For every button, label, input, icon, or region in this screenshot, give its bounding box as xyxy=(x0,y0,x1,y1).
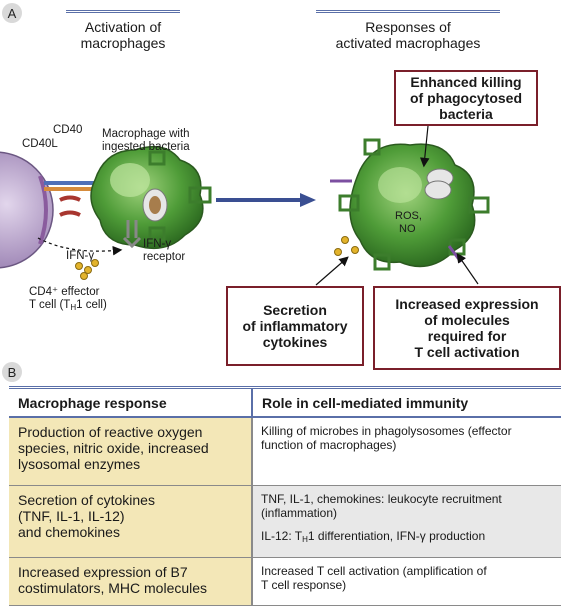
label-cd40: CD40 xyxy=(53,124,83,136)
label-macrophage-line1: Macrophage with xyxy=(102,128,190,140)
label-cd4-line2: T cell (TH1 cell) xyxy=(29,299,107,314)
table-row: Secretion of cytokines (TNF, IL-1, IL-12… xyxy=(9,485,561,558)
arrow-secretion xyxy=(315,256,349,286)
response-line: Production of reactive oxygen xyxy=(18,424,203,440)
cd40-cd40l-bonds xyxy=(44,181,96,217)
box-expression-line4: T cell activation xyxy=(414,344,520,360)
role-il12-sub: H xyxy=(302,534,308,544)
label-receptor-line2: receptor xyxy=(143,251,186,263)
label-ifn-gamma-receptor: IFN-γ receptor xyxy=(143,238,185,264)
response-line: and chemokines xyxy=(18,523,120,540)
header-activation-line2: macrophages xyxy=(80,35,166,51)
label-ifn-gamma: IFN-γ xyxy=(66,250,95,262)
label-cd4-line2-b: 1 cell) xyxy=(76,299,107,311)
box-secretion-line3: cytokines xyxy=(262,334,328,350)
response-line: Secretion of cytokines xyxy=(18,491,155,508)
label-cd4-line2-a: T cell (T xyxy=(29,299,71,311)
box-enhanced-killing: Enhanced killing of phagocytosed bacteri… xyxy=(394,70,538,126)
box-secretion: Secretion of inflammatory cytokines xyxy=(226,286,364,366)
activation-illustration xyxy=(0,125,490,286)
macrophage-left xyxy=(90,145,212,250)
macrophage-activated xyxy=(330,138,490,271)
label-macrophage-line2: ingested bacteria xyxy=(102,141,190,153)
response-cell: Increased expression of B7 costimulators… xyxy=(9,557,253,606)
activation-arrow xyxy=(216,193,316,207)
response-line: lysosomal enzymes xyxy=(18,456,141,472)
response-line: Increased expression of B7 xyxy=(18,563,188,580)
role-line: Increased T cell activation (amplificati… xyxy=(261,563,487,578)
role-line: Killing of microbes in phagolysosomes (e… xyxy=(261,424,512,438)
role-line-il12: IL-12: TH1 differentiation, IFN-γ produc… xyxy=(261,529,555,547)
header-activation-line1: Activation of xyxy=(84,19,162,35)
ifn-gamma-molecules xyxy=(75,259,99,280)
box-increased-expression: Increased expression of molecules requir… xyxy=(373,286,561,370)
role-line: function of macrophages) xyxy=(261,438,397,452)
box-secretion-line1: Secretion xyxy=(263,302,327,318)
box-expression-line3: required for xyxy=(427,328,507,344)
label-ros: ROS, xyxy=(395,210,422,222)
header-responses-line2: activated macrophages xyxy=(335,35,481,51)
label-ros-no: ROS, NO xyxy=(395,210,422,236)
role-line: T cell response) xyxy=(261,577,347,592)
t-cell xyxy=(0,151,54,269)
label-cd4-line2-sub: H xyxy=(70,303,77,312)
header-activation: Activation of macrophages xyxy=(66,10,180,51)
arrow-killing xyxy=(419,125,430,168)
label-cd4-line1: CD4⁺ effector xyxy=(29,286,100,298)
response-cell: Production of reactive oxygen species, n… xyxy=(9,417,253,486)
header-responses: Responses of activated macrophages xyxy=(316,10,500,51)
box-killing-line3: bacteria xyxy=(439,106,493,122)
label-receptor-line1: IFN-γ xyxy=(143,238,172,250)
panel-b-letter: B xyxy=(2,362,22,382)
secreted-cytokines xyxy=(334,236,359,256)
ifn-gamma-arrow xyxy=(37,237,123,256)
box-expression-line1: Increased expression xyxy=(395,296,539,312)
role-cell: Killing of microbes in phagolysosomes (e… xyxy=(252,417,561,486)
role-il12-post: 1 differentiation, IFN-γ production xyxy=(307,528,486,543)
table-header-row: Macrophage response Role in cell-mediate… xyxy=(9,386,561,418)
label-macrophage: Macrophage with ingested bacteria xyxy=(102,128,190,154)
role-il12-pre: IL-12: T xyxy=(261,528,303,543)
label-no: NO xyxy=(399,223,416,235)
panel-a-letter: A xyxy=(2,3,22,23)
box-killing-line1: Enhanced killing xyxy=(410,74,522,90)
header-responses-line1: Responses of xyxy=(365,19,451,35)
column-header-response: Macrophage response xyxy=(9,386,253,418)
response-cell: Secretion of cytokines (TNF, IL-1, IL-12… xyxy=(9,485,253,558)
arrow-expression xyxy=(456,253,479,285)
column-header-role: Role in cell-mediated immunity xyxy=(252,386,561,418)
box-expression-line2: of molecules xyxy=(424,312,510,328)
role-line: TNF, IL-1, chemokines: leukocyte recruit… xyxy=(261,491,502,506)
response-table: Macrophage response Role in cell-mediate… xyxy=(9,386,561,606)
box-secretion-line2: of inflammatory xyxy=(242,318,348,334)
table-row: Increased expression of B7 costimulators… xyxy=(9,557,561,606)
response-line: (TNF, IL-1, IL-12) xyxy=(18,507,125,524)
label-cd4-t-cell: CD4⁺ effector T cell (TH1 cell) xyxy=(29,286,107,314)
role-cell: Increased T cell activation (amplificati… xyxy=(252,557,561,606)
role-line: (inflammation) xyxy=(261,505,338,520)
response-line: species, nitric oxide, increased xyxy=(18,440,209,456)
label-cd40l: CD40L xyxy=(22,138,58,150)
table-row: Production of reactive oxygen species, n… xyxy=(9,417,561,486)
role-cell: TNF, IL-1, chemokines: leukocyte recruit… xyxy=(252,485,561,558)
box-killing-line2: of phagocytosed xyxy=(409,90,522,106)
response-line: costimulators, MHC molecules xyxy=(18,579,208,596)
ifn-gamma-receptor xyxy=(122,220,142,249)
